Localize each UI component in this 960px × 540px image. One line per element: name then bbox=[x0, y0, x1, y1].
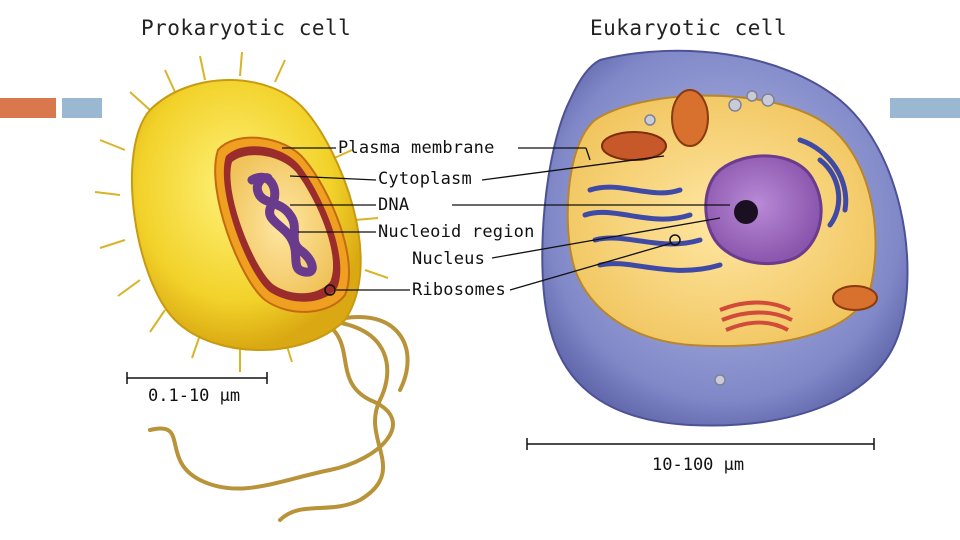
nucleolus-icon bbox=[734, 200, 758, 224]
label-cytoplasm: Cytoplasm bbox=[378, 169, 472, 189]
label-ribosomes: Ribosomes bbox=[412, 280, 506, 300]
prokaryotic-scale-label: 0.1-10 µm bbox=[148, 386, 240, 406]
mitochondrion-icon bbox=[833, 286, 877, 310]
label-dna: DNA bbox=[378, 195, 409, 215]
eukaryotic-cell-illustration bbox=[542, 51, 907, 426]
organelle-icon bbox=[602, 132, 666, 160]
eukaryotic-scale-label: 10-100 µm bbox=[652, 455, 744, 475]
mitochondrion-icon bbox=[672, 90, 708, 146]
label-nucleus: Nucleus bbox=[412, 249, 485, 269]
label-nucleoid-region: Nucleoid region bbox=[378, 222, 535, 242]
eukaryotic-cell-title: Eukaryotic cell bbox=[590, 16, 787, 40]
nucleus-icon bbox=[706, 156, 821, 264]
prokaryotic-cell-title: Prokaryotic cell bbox=[141, 16, 351, 40]
prokaryotic-cell-illustration bbox=[95, 52, 408, 520]
label-plasma-membrane: Plasma membrane bbox=[338, 138, 495, 158]
